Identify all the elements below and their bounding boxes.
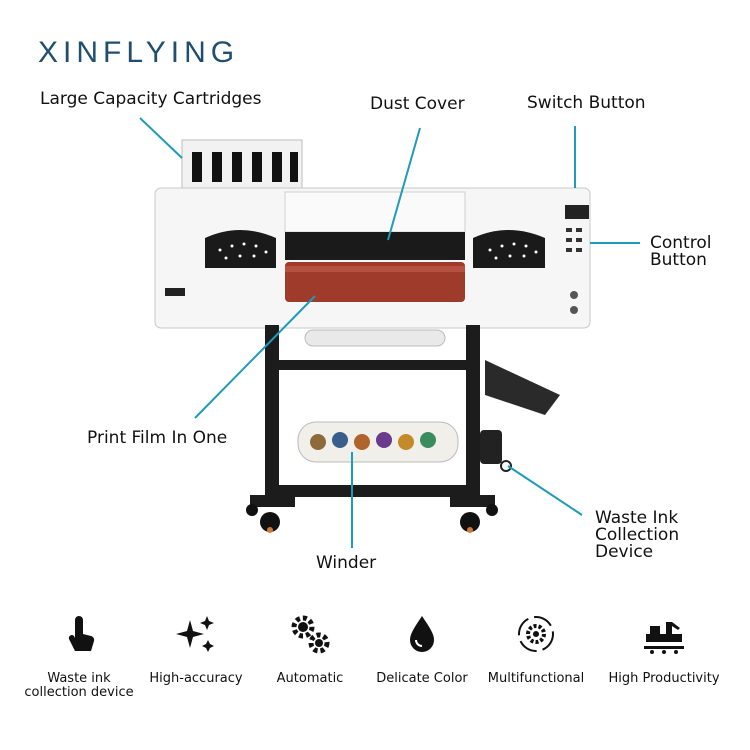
callout-cartridges: Large Capacity Cartridges	[40, 89, 262, 109]
feature-label-line2: collection device	[24, 685, 134, 700]
printer-illustration	[139, 117, 640, 548]
callout-print-film: Print Film In One	[87, 428, 228, 448]
feature-automatic: Automatic	[250, 612, 370, 686]
feature-label: Automatic	[276, 671, 344, 686]
cartridge-box	[181, 139, 303, 193]
callout-dust-cover: Dust Cover	[370, 94, 465, 114]
feature-label: High-accuracy	[149, 671, 243, 686]
callout-waste-line1: Waste Ink	[595, 508, 679, 528]
feature-label: Multifunctional	[487, 671, 585, 686]
factory-machine-icon	[644, 622, 684, 654]
callout-waste-line2: Collection	[595, 525, 680, 545]
callout-control-button-line2: Button	[650, 250, 707, 270]
gears-icon	[291, 615, 330, 654]
feature-delicate-color: Delicate Color	[362, 612, 482, 686]
brand-logo: XINFLYING	[38, 36, 240, 69]
callout-waste-line3: Device	[595, 542, 654, 562]
feature-multifunctional: Multifunctional	[476, 612, 596, 686]
feature-high-productivity: High Productivity	[604, 612, 724, 686]
callout-winder: Winder	[316, 553, 377, 573]
feature-label: High Productivity	[608, 671, 720, 686]
feature-label: Delicate Color	[376, 671, 468, 686]
callout-control-button-line1: Control	[650, 233, 712, 253]
gear-cycle-icon	[518, 616, 554, 652]
ink-drop-icon	[410, 616, 434, 652]
sparkle-icon	[176, 616, 214, 652]
callout-switch-button: Switch Button	[527, 93, 646, 113]
hand-pointer-icon	[68, 616, 95, 651]
feature-high-accuracy: High-accuracy	[136, 612, 256, 686]
feature-label-line1: Waste ink	[47, 671, 111, 686]
leader-lines	[139, 117, 640, 548]
